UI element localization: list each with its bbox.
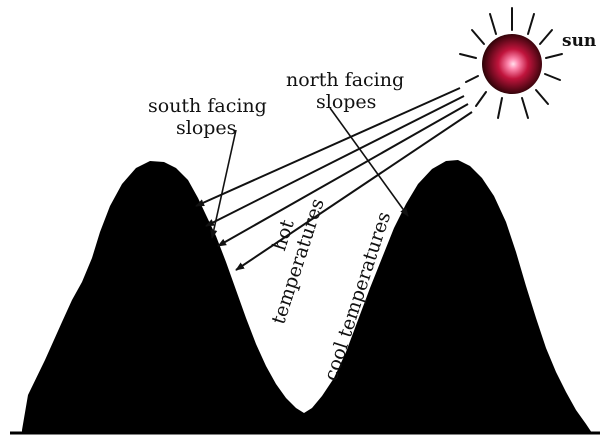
north-facing-label-line2: slopes [316,91,376,113]
south-facing-label-line1: south facing [148,95,267,117]
ray-arrow-4 [235,111,473,271]
ray-arrow-3 [217,103,469,247]
south-facing-label-line2: slopes [176,117,236,139]
south-facing-pointer [210,129,237,239]
mountains-silhouette [22,160,592,433]
ray-arrow-2 [205,95,465,227]
sun-rays-to-slope [195,87,473,271]
hot-temperatures-group: hot temperatures [267,196,328,327]
sun-rays [459,7,563,119]
sun-label: sun [562,31,596,51]
ray-arrow-1 [195,87,461,207]
north-facing-label-line1: north facing [286,69,404,91]
north-facing-pointer [329,107,409,217]
sun-disc [482,34,542,94]
temperatures-label: temperatures [267,196,328,327]
sun [459,7,563,119]
